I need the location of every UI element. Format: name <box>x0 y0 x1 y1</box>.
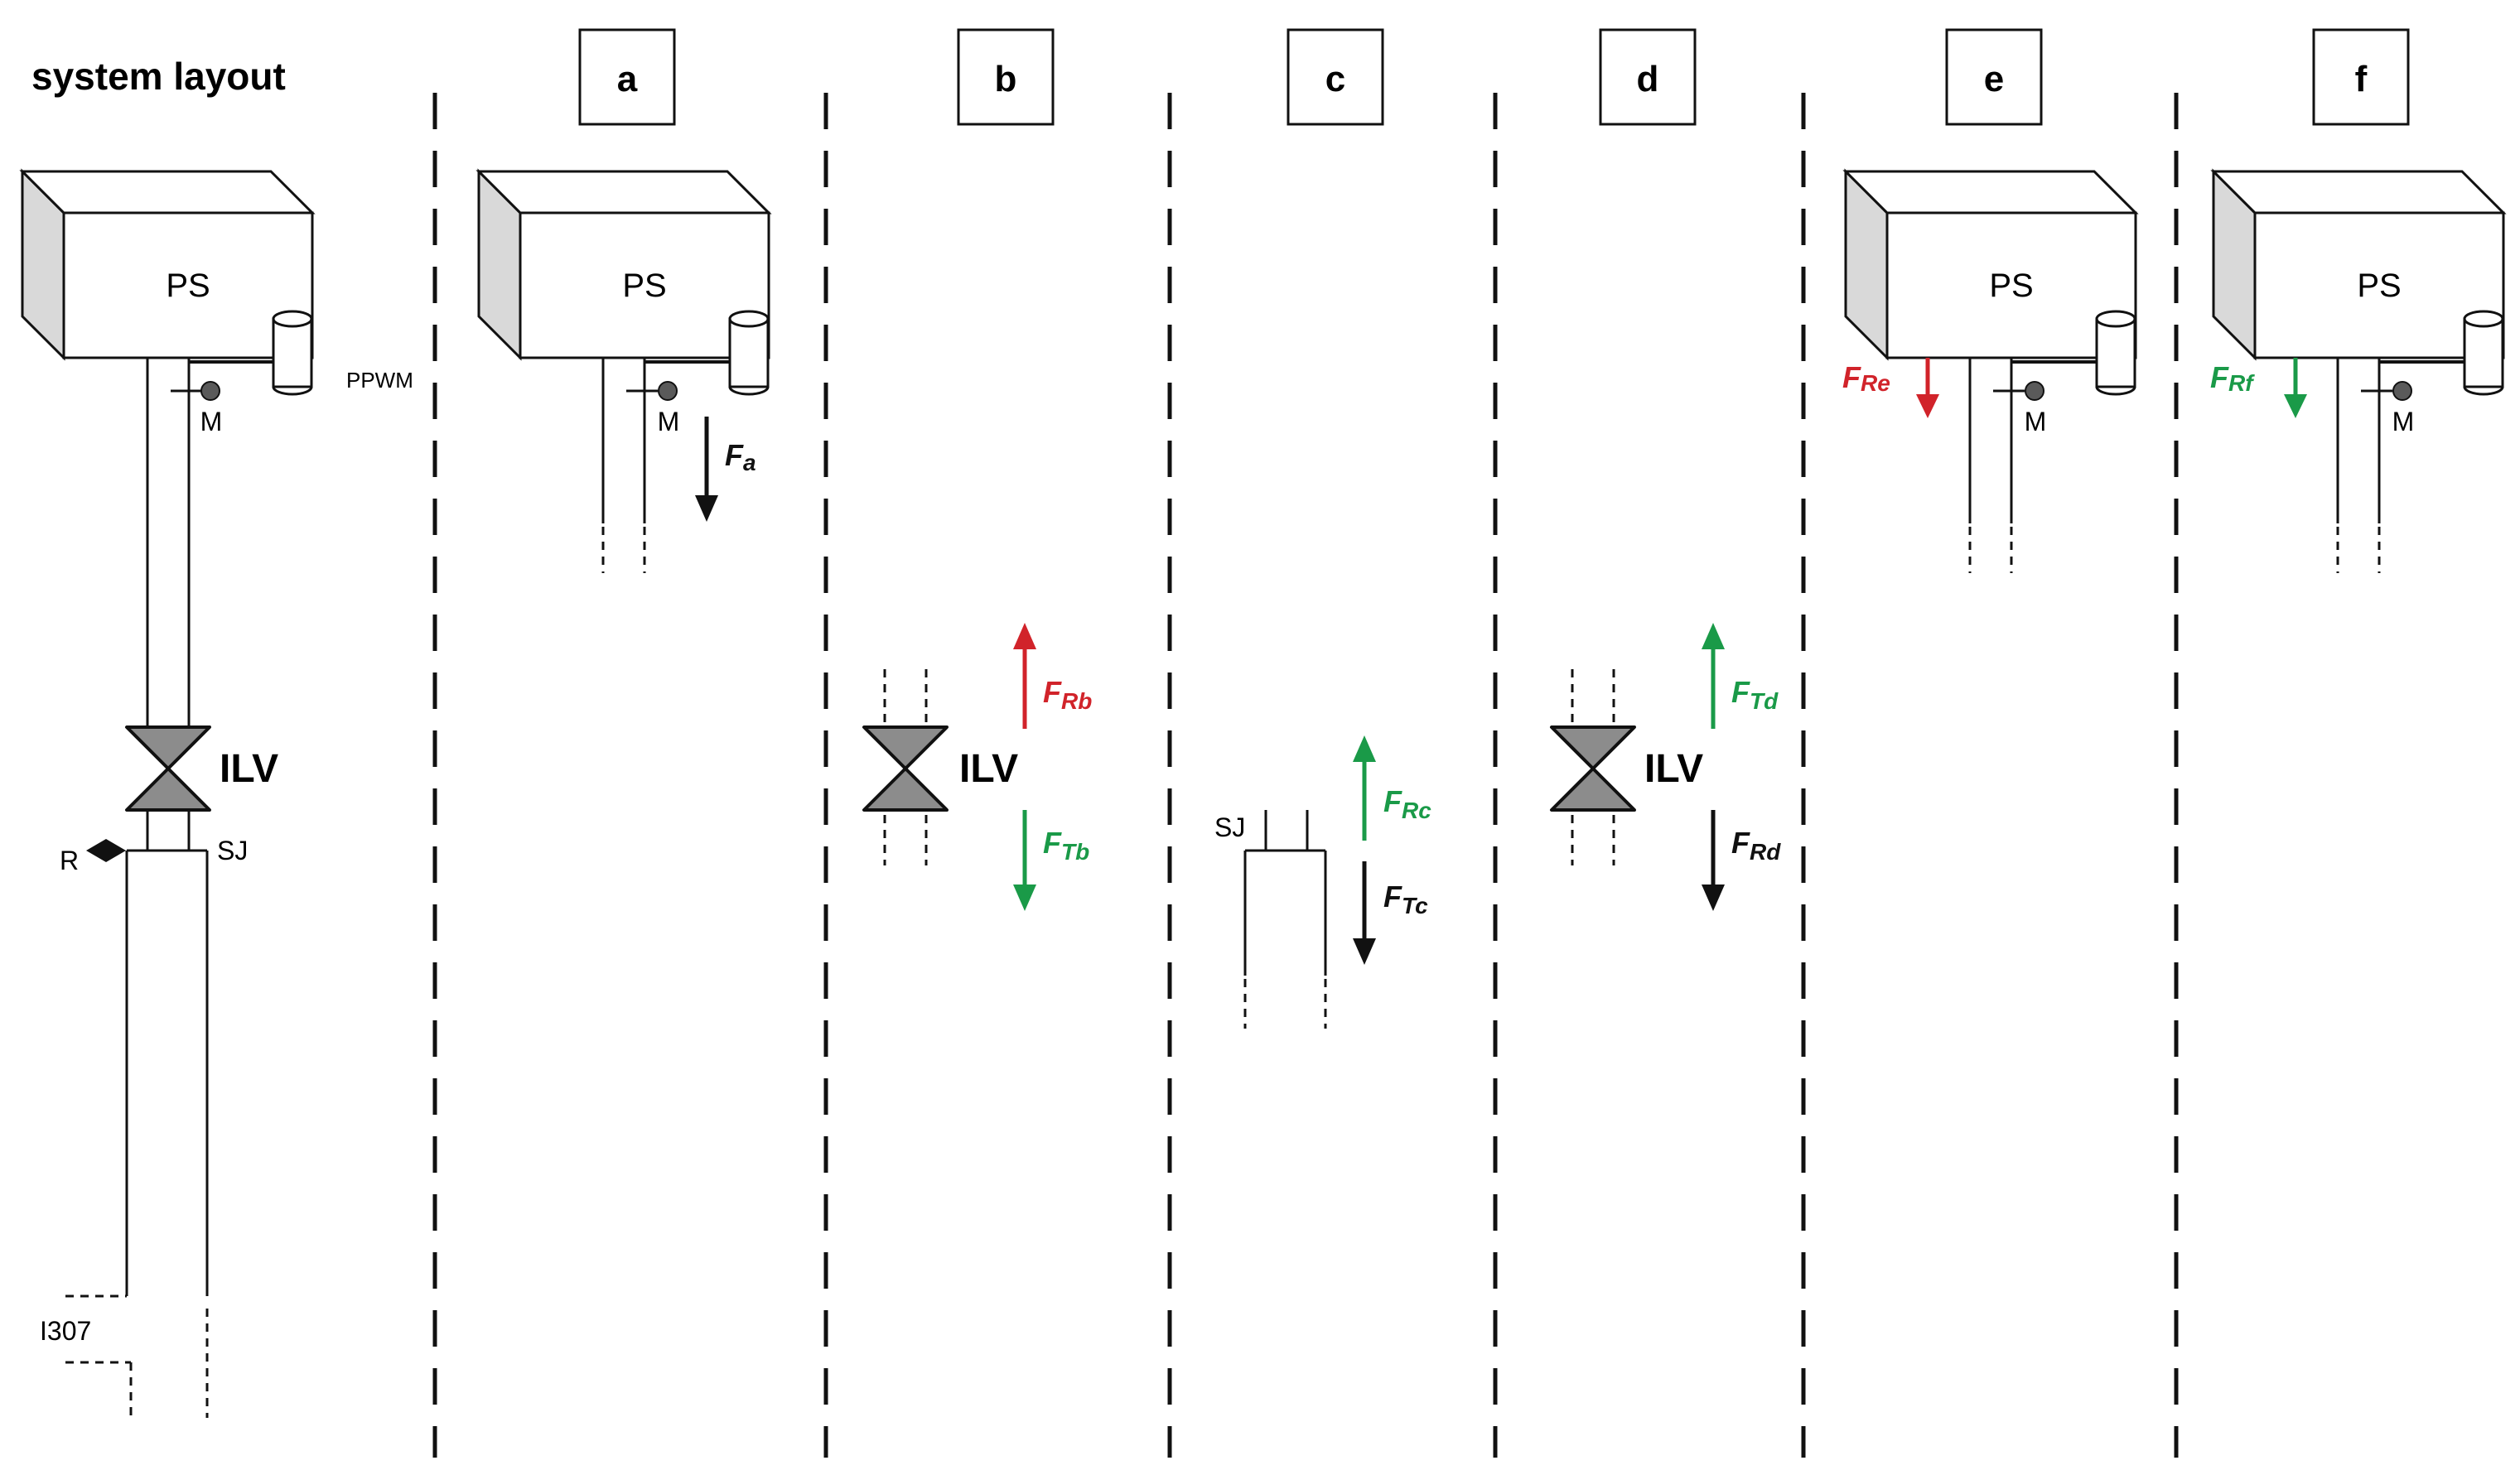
ps-box-f: PS <box>2210 168 2507 361</box>
svg-text:e: e <box>1984 59 2004 99</box>
panel-label-e: e <box>1945 28 2043 126</box>
force-label-frb: FRb <box>1043 675 1092 714</box>
force-label-frc: FRc <box>1383 784 1431 823</box>
svg-text:ILV: ILV <box>1644 747 1703 791</box>
panel-label-d: d <box>1599 28 1697 126</box>
ps-box-e: PS <box>1842 168 2139 361</box>
force-arrow-frf <box>2284 358 2307 418</box>
panel-label-b: b <box>957 28 1055 126</box>
panel-b: ILV FRb FTb <box>862 623 1092 911</box>
r-valve <box>86 839 126 862</box>
ppwm-cylinder-a <box>728 310 770 396</box>
force-arrow-fa <box>695 417 718 522</box>
panel-separators <box>432 93 2179 1458</box>
force-label-ftc: FTc <box>1383 880 1428 918</box>
monitor-label: M <box>200 407 223 436</box>
monitor-m <box>171 381 220 401</box>
title: system layout <box>31 55 286 98</box>
svg-text:M: M <box>2392 407 2415 436</box>
force-arrow-ftb <box>1013 810 1036 911</box>
svg-text:a: a <box>617 59 638 99</box>
ilv-valve-d <box>1550 725 1636 812</box>
ps-label: PS <box>166 268 210 304</box>
force-label-ftd: FTd <box>1731 675 1779 714</box>
force-label-ftb: FTb <box>1043 826 1089 865</box>
ilv-label: ILV <box>220 747 278 791</box>
r-label: R <box>60 846 79 875</box>
svg-text:PS: PS <box>2357 268 2401 304</box>
force-arrow-ftd <box>1702 623 1725 729</box>
svg-text:ILV: ILV <box>959 747 1018 791</box>
force-arrow-frc <box>1353 735 1376 841</box>
panel-a: PS M Fa <box>476 168 772 573</box>
ilv-valve <box>125 725 211 812</box>
system-layout: PS PPWM M ILV SJ <box>19 168 413 1418</box>
svg-text:PS: PS <box>622 268 666 304</box>
force-label-fre: FRe <box>1842 360 1890 396</box>
monitor-m-a <box>626 381 678 401</box>
ppwm-cylinder <box>272 310 313 396</box>
force-label-frd: FRd <box>1731 826 1781 865</box>
svg-text:PS: PS <box>1989 268 2033 304</box>
svg-text:M: M <box>2025 407 2047 436</box>
ppwm-cylinder-e <box>2095 310 2136 396</box>
force-label-fa: Fa <box>725 438 756 475</box>
force-arrow-ftc <box>1353 861 1376 965</box>
force-arrow-fre <box>1916 358 1939 418</box>
panel-f: PS M FRf <box>2210 168 2507 573</box>
svg-text:b: b <box>995 59 1017 99</box>
svg-text:SJ: SJ <box>1214 812 1245 842</box>
ps-box: PS <box>19 168 316 361</box>
force-label-frf: FRf <box>2210 360 2255 396</box>
svg-text:d: d <box>1637 59 1659 99</box>
panel-label-f: f <box>2312 28 2410 126</box>
ps-box-a: PS <box>476 168 772 361</box>
panel-d: ILV FTd FRd <box>1550 623 1781 911</box>
force-arrow-frb <box>1013 623 1036 729</box>
ilv-valve-b <box>862 725 949 812</box>
sj-label: SJ <box>217 836 248 865</box>
panel-label-a: a <box>578 28 676 126</box>
svg-text:f: f <box>2355 59 2368 99</box>
ppwm-cylinder-f <box>2463 310 2504 396</box>
panel-e: PS M FRe <box>1842 168 2139 573</box>
force-arrow-frd <box>1702 810 1725 911</box>
svg-text:M: M <box>658 407 680 436</box>
i307-label: I307 <box>40 1316 91 1346</box>
monitor-m-f <box>2361 381 2412 401</box>
svg-text:c: c <box>1325 59 1345 99</box>
ppwm-label: PPWM <box>346 368 413 393</box>
panel-label-c: c <box>1287 28 1384 126</box>
panel-c: SJ FRc FTc <box>1214 735 1431 1029</box>
monitor-m-e <box>1993 381 2044 401</box>
